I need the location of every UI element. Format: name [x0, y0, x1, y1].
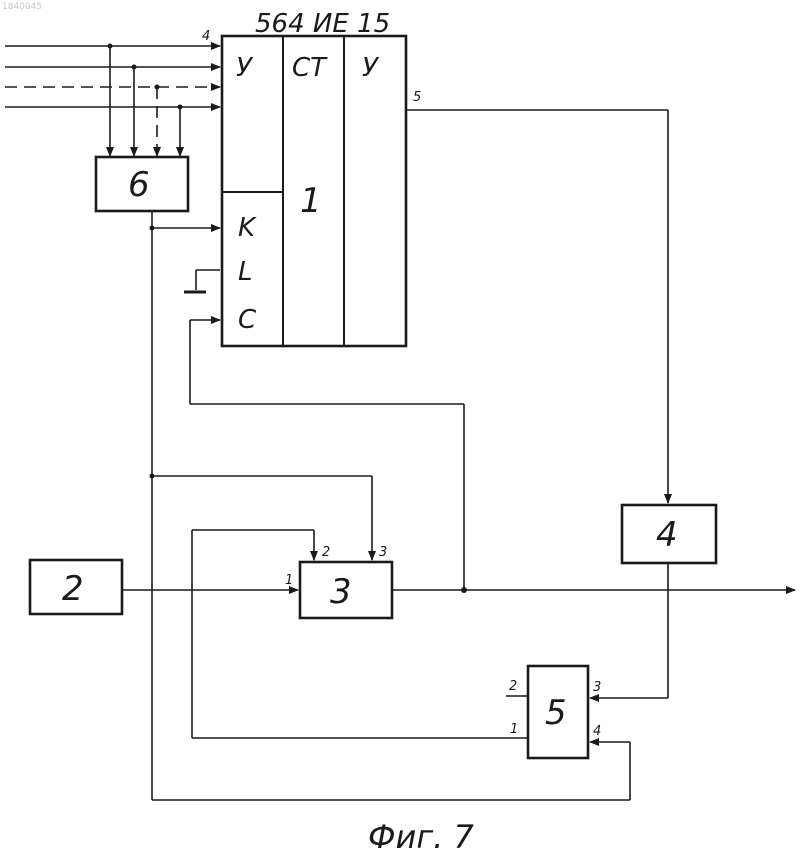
- main-output-wire: [392, 587, 795, 593]
- block-4: 4: [622, 505, 716, 563]
- chip-output-wire: 5: [406, 90, 668, 503]
- chip-output-pin-label: 5: [413, 90, 421, 105]
- block-6-label: 6: [128, 165, 150, 205]
- chip-col-left-label: У: [236, 53, 254, 83]
- chip-input-l-label: L: [238, 257, 253, 287]
- chip-1: У СТ У 1 K L C: [222, 36, 406, 346]
- chip-name-label: 1: [300, 181, 322, 221]
- chip-title: 564 ИЕ 15: [255, 9, 390, 39]
- chip-col-right-label: У: [362, 53, 380, 83]
- block-4-output-wire: [590, 563, 668, 698]
- block-2: 2: [30, 560, 122, 614]
- block-5-pin-2-label: 2: [509, 679, 517, 694]
- block-3: 3 1 2 3: [285, 545, 392, 618]
- chip-input-k-label: K: [238, 213, 257, 243]
- block-5-pin-4-label: 4: [593, 724, 601, 739]
- chip-input-pin-label: 4: [202, 29, 210, 44]
- chip-col-mid-label: СТ: [292, 53, 328, 83]
- block-3-label: 3: [330, 572, 352, 612]
- block-6: 6: [96, 157, 188, 211]
- block-3-pin-1-label: 1: [285, 573, 293, 588]
- block-4-label: 4: [656, 515, 678, 555]
- block-5-label: 5: [545, 693, 567, 733]
- ground-symbol: [184, 270, 220, 292]
- block-3-pin-2-label: 2: [322, 545, 330, 560]
- block-2-label: 2: [62, 569, 84, 609]
- block-3-pin-3-label: 3: [379, 545, 387, 560]
- block-5-pin-3-label: 3: [593, 680, 601, 695]
- chip-input-c-label: C: [238, 305, 257, 335]
- input-bus: 4: [5, 29, 220, 156]
- block-5-pin-1-label: 1: [510, 722, 518, 737]
- block-5: 5 2 1 3 4: [506, 666, 601, 758]
- figure-caption: Фиг. 7: [368, 818, 475, 856]
- watermark-text: 1840045: [2, 2, 42, 12]
